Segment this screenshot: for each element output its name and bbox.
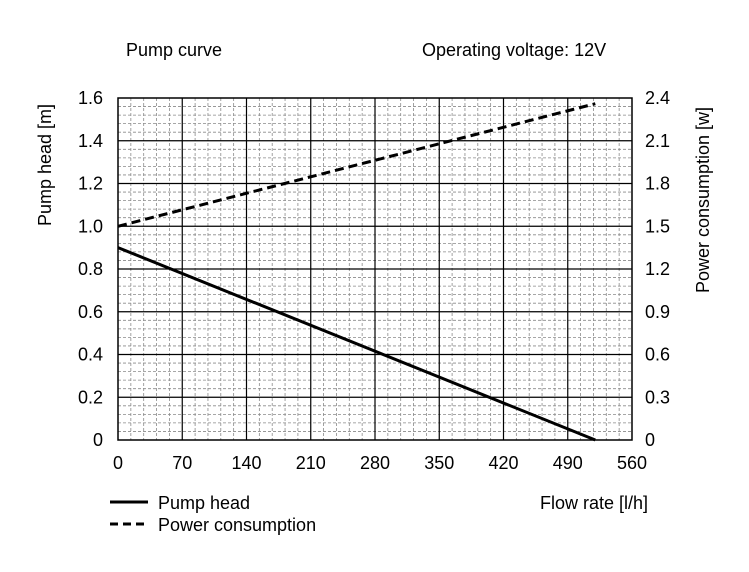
x-tick-label: 140 xyxy=(231,453,261,473)
y-tick-label-right: 0.3 xyxy=(645,387,670,407)
y-tick-label-left: 0.6 xyxy=(78,302,103,322)
y-tick-label-right: 0.6 xyxy=(645,345,670,365)
chart-subtitle: Operating voltage: 12V xyxy=(422,40,606,60)
y-tick-label-right: 1.2 xyxy=(645,259,670,279)
tick-labels: 0 70 140 210 280 350 420 490 560 0 0.2 0.4 0.6 0.8 1.0… xyxy=(78,88,670,473)
plot-area-frame xyxy=(117,97,633,441)
x-tick-label: 560 xyxy=(617,453,647,473)
y-tick-label-left: 1.6 xyxy=(78,88,103,108)
x-tick-label: 210 xyxy=(296,453,326,473)
x-tick-label: 0 xyxy=(113,453,123,473)
y-tick-label-left: 0 xyxy=(93,430,103,450)
series-line-power-consumption xyxy=(117,102,596,228)
x-tick-label: 350 xyxy=(424,453,454,473)
y-axis-label-right: Power consumption [w] xyxy=(693,107,713,293)
y-axis-label-left: Pump head [m] xyxy=(35,104,55,226)
y-tick-label-right: 0.9 xyxy=(645,302,670,322)
series-line-pump-head xyxy=(117,246,596,442)
y-tick-label-left: 1.0 xyxy=(78,216,103,236)
y-tick-label-left: 1.4 xyxy=(78,131,103,151)
y-tick-label-right: 1.8 xyxy=(645,174,670,194)
y-tick-label-right: 2.4 xyxy=(645,88,670,108)
x-tick-label: 490 xyxy=(553,453,583,473)
y-tick-label-left: 0.4 xyxy=(78,345,103,365)
series-layer xyxy=(117,102,596,442)
chart-title: Pump curve xyxy=(126,40,222,60)
x-tick-label: 280 xyxy=(360,453,390,473)
y-tick-label-left: 0.2 xyxy=(78,387,103,407)
x-axis-label: Flow rate [l/h] xyxy=(540,493,648,513)
y-tick-label-right: 0 xyxy=(645,430,655,450)
x-tick-label: 420 xyxy=(488,453,518,473)
legend-label-power-consumption: Power consumption xyxy=(158,515,316,535)
y-tick-label-left: 0.8 xyxy=(78,259,103,279)
x-tick-label: 70 xyxy=(172,453,192,473)
legend-label-pump-head: Pump head xyxy=(158,493,250,513)
major-grid xyxy=(118,98,632,440)
legend: Pump head Power consumption xyxy=(110,493,316,535)
y-tick-label-right: 1.5 xyxy=(645,216,670,236)
y-tick-label-left: 1.2 xyxy=(78,174,103,194)
y-tick-label-right: 2.1 xyxy=(645,131,670,151)
